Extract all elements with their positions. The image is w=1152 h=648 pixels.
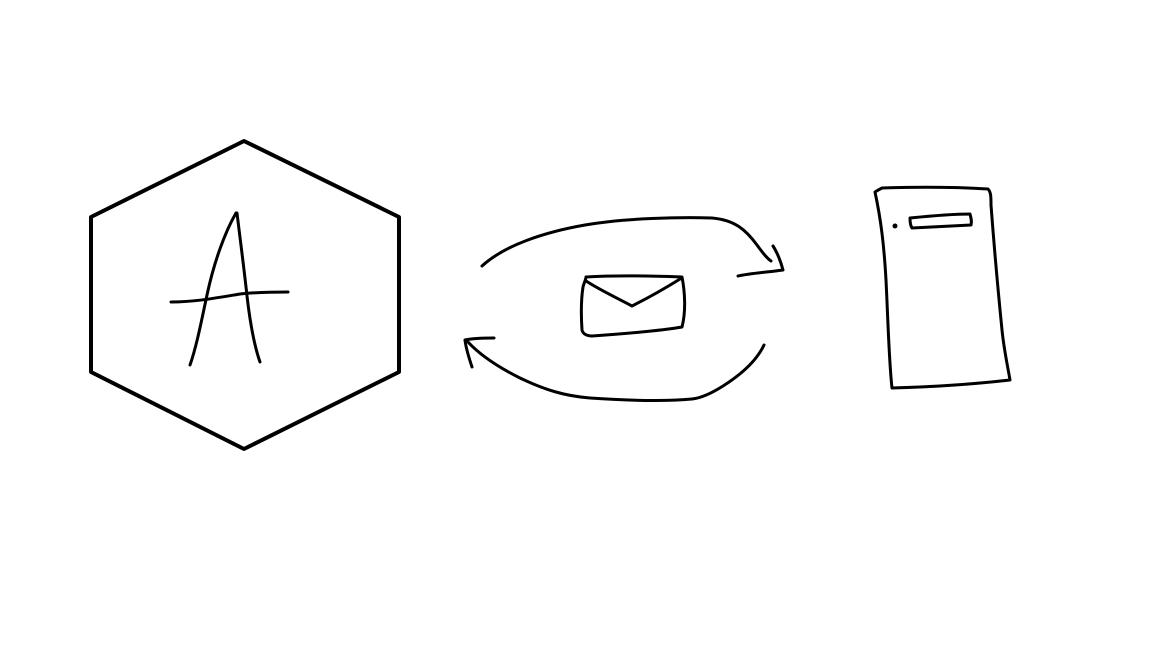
server-power-led bbox=[892, 223, 898, 229]
message-exchange bbox=[463, 216, 785, 403]
arrow-left-head bbox=[463, 336, 496, 369]
arrow-right-head bbox=[736, 244, 785, 278]
server-slot bbox=[908, 212, 973, 230]
arrow-right-arc bbox=[480, 216, 773, 268]
hexagon-shape bbox=[89, 139, 401, 451]
letter-a-left-stroke bbox=[188, 211, 238, 367]
app-node bbox=[89, 139, 401, 451]
server-node bbox=[873, 185, 1012, 390]
letter-a-right-stroke bbox=[235, 211, 262, 364]
server-tower-body bbox=[873, 185, 1012, 390]
arrow-left-arc bbox=[466, 340, 766, 403]
envelope-icon bbox=[579, 274, 687, 338]
envelope-flap bbox=[584, 277, 682, 308]
letter-a-crossbar bbox=[169, 290, 290, 304]
letter-a-glyph bbox=[169, 211, 290, 367]
envelope-body bbox=[579, 274, 687, 338]
